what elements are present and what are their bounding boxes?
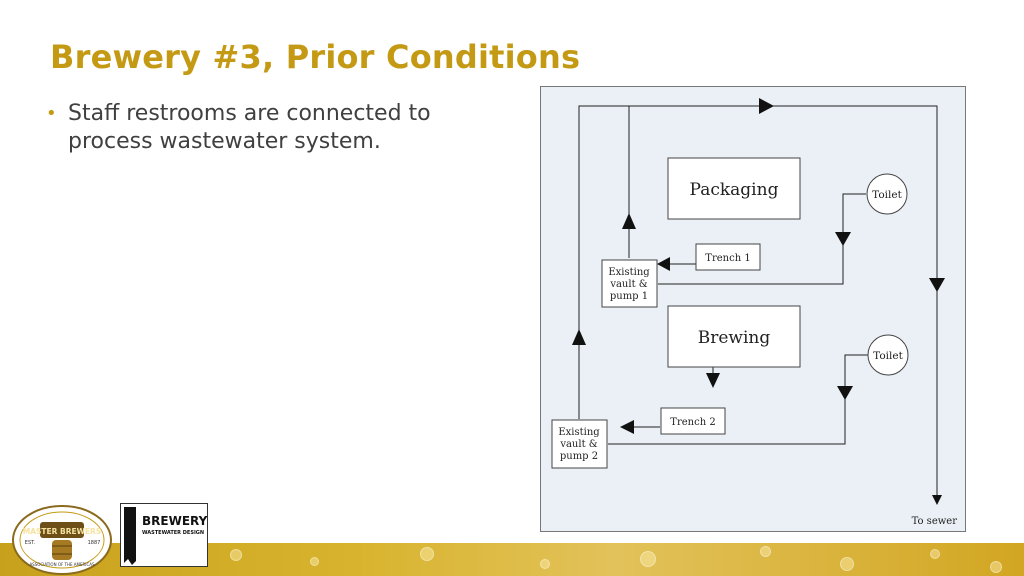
association-label: ASSOCIATION OF THE AMERICAS bbox=[29, 562, 95, 567]
trench1-label: Trench 1 bbox=[705, 253, 750, 264]
vault2-label-line3: pump 2 bbox=[560, 451, 598, 462]
main-loop-line bbox=[578, 105, 938, 499]
bubble-decoration bbox=[420, 547, 434, 561]
arrow-trench1-left bbox=[657, 257, 670, 271]
arrow-sewer-outlet bbox=[932, 495, 942, 505]
arrow-toilet2-down bbox=[837, 386, 853, 400]
bubble-decoration bbox=[540, 559, 550, 569]
arrow-toilet1-down bbox=[835, 232, 851, 246]
est-right-label: 1887 bbox=[88, 540, 101, 546]
bubble-decoration bbox=[760, 546, 771, 557]
master-brewers-logo: MASTER BREWERS EST. 1887 ASSOCIATION OF … bbox=[12, 505, 112, 575]
arrow-sewer-mid-down bbox=[929, 278, 945, 292]
toilet2-circle bbox=[867, 334, 909, 376]
packaging-box bbox=[667, 157, 801, 220]
trench2-box bbox=[660, 407, 726, 435]
brewery-logo-line1: BREWERY bbox=[142, 514, 208, 528]
toilet1-circle bbox=[866, 173, 908, 215]
bubble-decoration bbox=[840, 557, 854, 571]
bubble-decoration bbox=[640, 551, 656, 567]
arrow-brewing-down bbox=[706, 373, 720, 388]
to-sewer-label: To sewer bbox=[912, 516, 958, 527]
vault1-label-line1: Existing bbox=[608, 267, 650, 278]
arrow-trench2-left bbox=[620, 420, 634, 434]
trench2-label: Trench 2 bbox=[670, 417, 715, 428]
master-brewers-wordmark: MASTER BREWERS bbox=[23, 527, 101, 536]
toilet1-label: Toilet bbox=[872, 189, 902, 201]
vault2-label-line2: vault & bbox=[559, 439, 597, 450]
vault1-label-line2: vault & bbox=[609, 279, 647, 290]
arrow-top-right bbox=[759, 98, 774, 114]
bullet-item: Staff restrooms are connected to process… bbox=[46, 100, 516, 156]
brewing-label: Brewing bbox=[698, 328, 771, 348]
toilet2-label: Toilet bbox=[873, 350, 903, 362]
bubble-decoration bbox=[230, 549, 242, 561]
arrow-vault2-up bbox=[572, 329, 586, 345]
slide-title: Brewery #3, Prior Conditions bbox=[50, 38, 581, 76]
vault1-box bbox=[601, 259, 658, 308]
est-left-label: EST. bbox=[25, 540, 36, 546]
trench1-box bbox=[695, 243, 761, 271]
packaging-label: Packaging bbox=[690, 180, 779, 200]
vault1-label-line3: pump 1 bbox=[610, 291, 648, 302]
bubble-decoration bbox=[930, 549, 940, 559]
bullet-list: Staff restrooms are connected to process… bbox=[46, 100, 516, 156]
bubble-decoration bbox=[310, 557, 319, 566]
bubble-decoration bbox=[990, 561, 1002, 573]
vault2-box bbox=[551, 419, 608, 469]
vault2-label-line1: Existing bbox=[558, 427, 600, 438]
wastewater-flow-diagram: Packaging Trench 1 Toilet Existing vault… bbox=[540, 86, 966, 532]
arrow-vault1-up bbox=[622, 213, 636, 229]
brewery-logo-line2: WASTEWATER DESIGN bbox=[142, 530, 204, 536]
brewery-wastewater-design-logo: BREWERY WASTEWATER DESIGN bbox=[120, 503, 208, 567]
brewing-box bbox=[667, 305, 801, 368]
